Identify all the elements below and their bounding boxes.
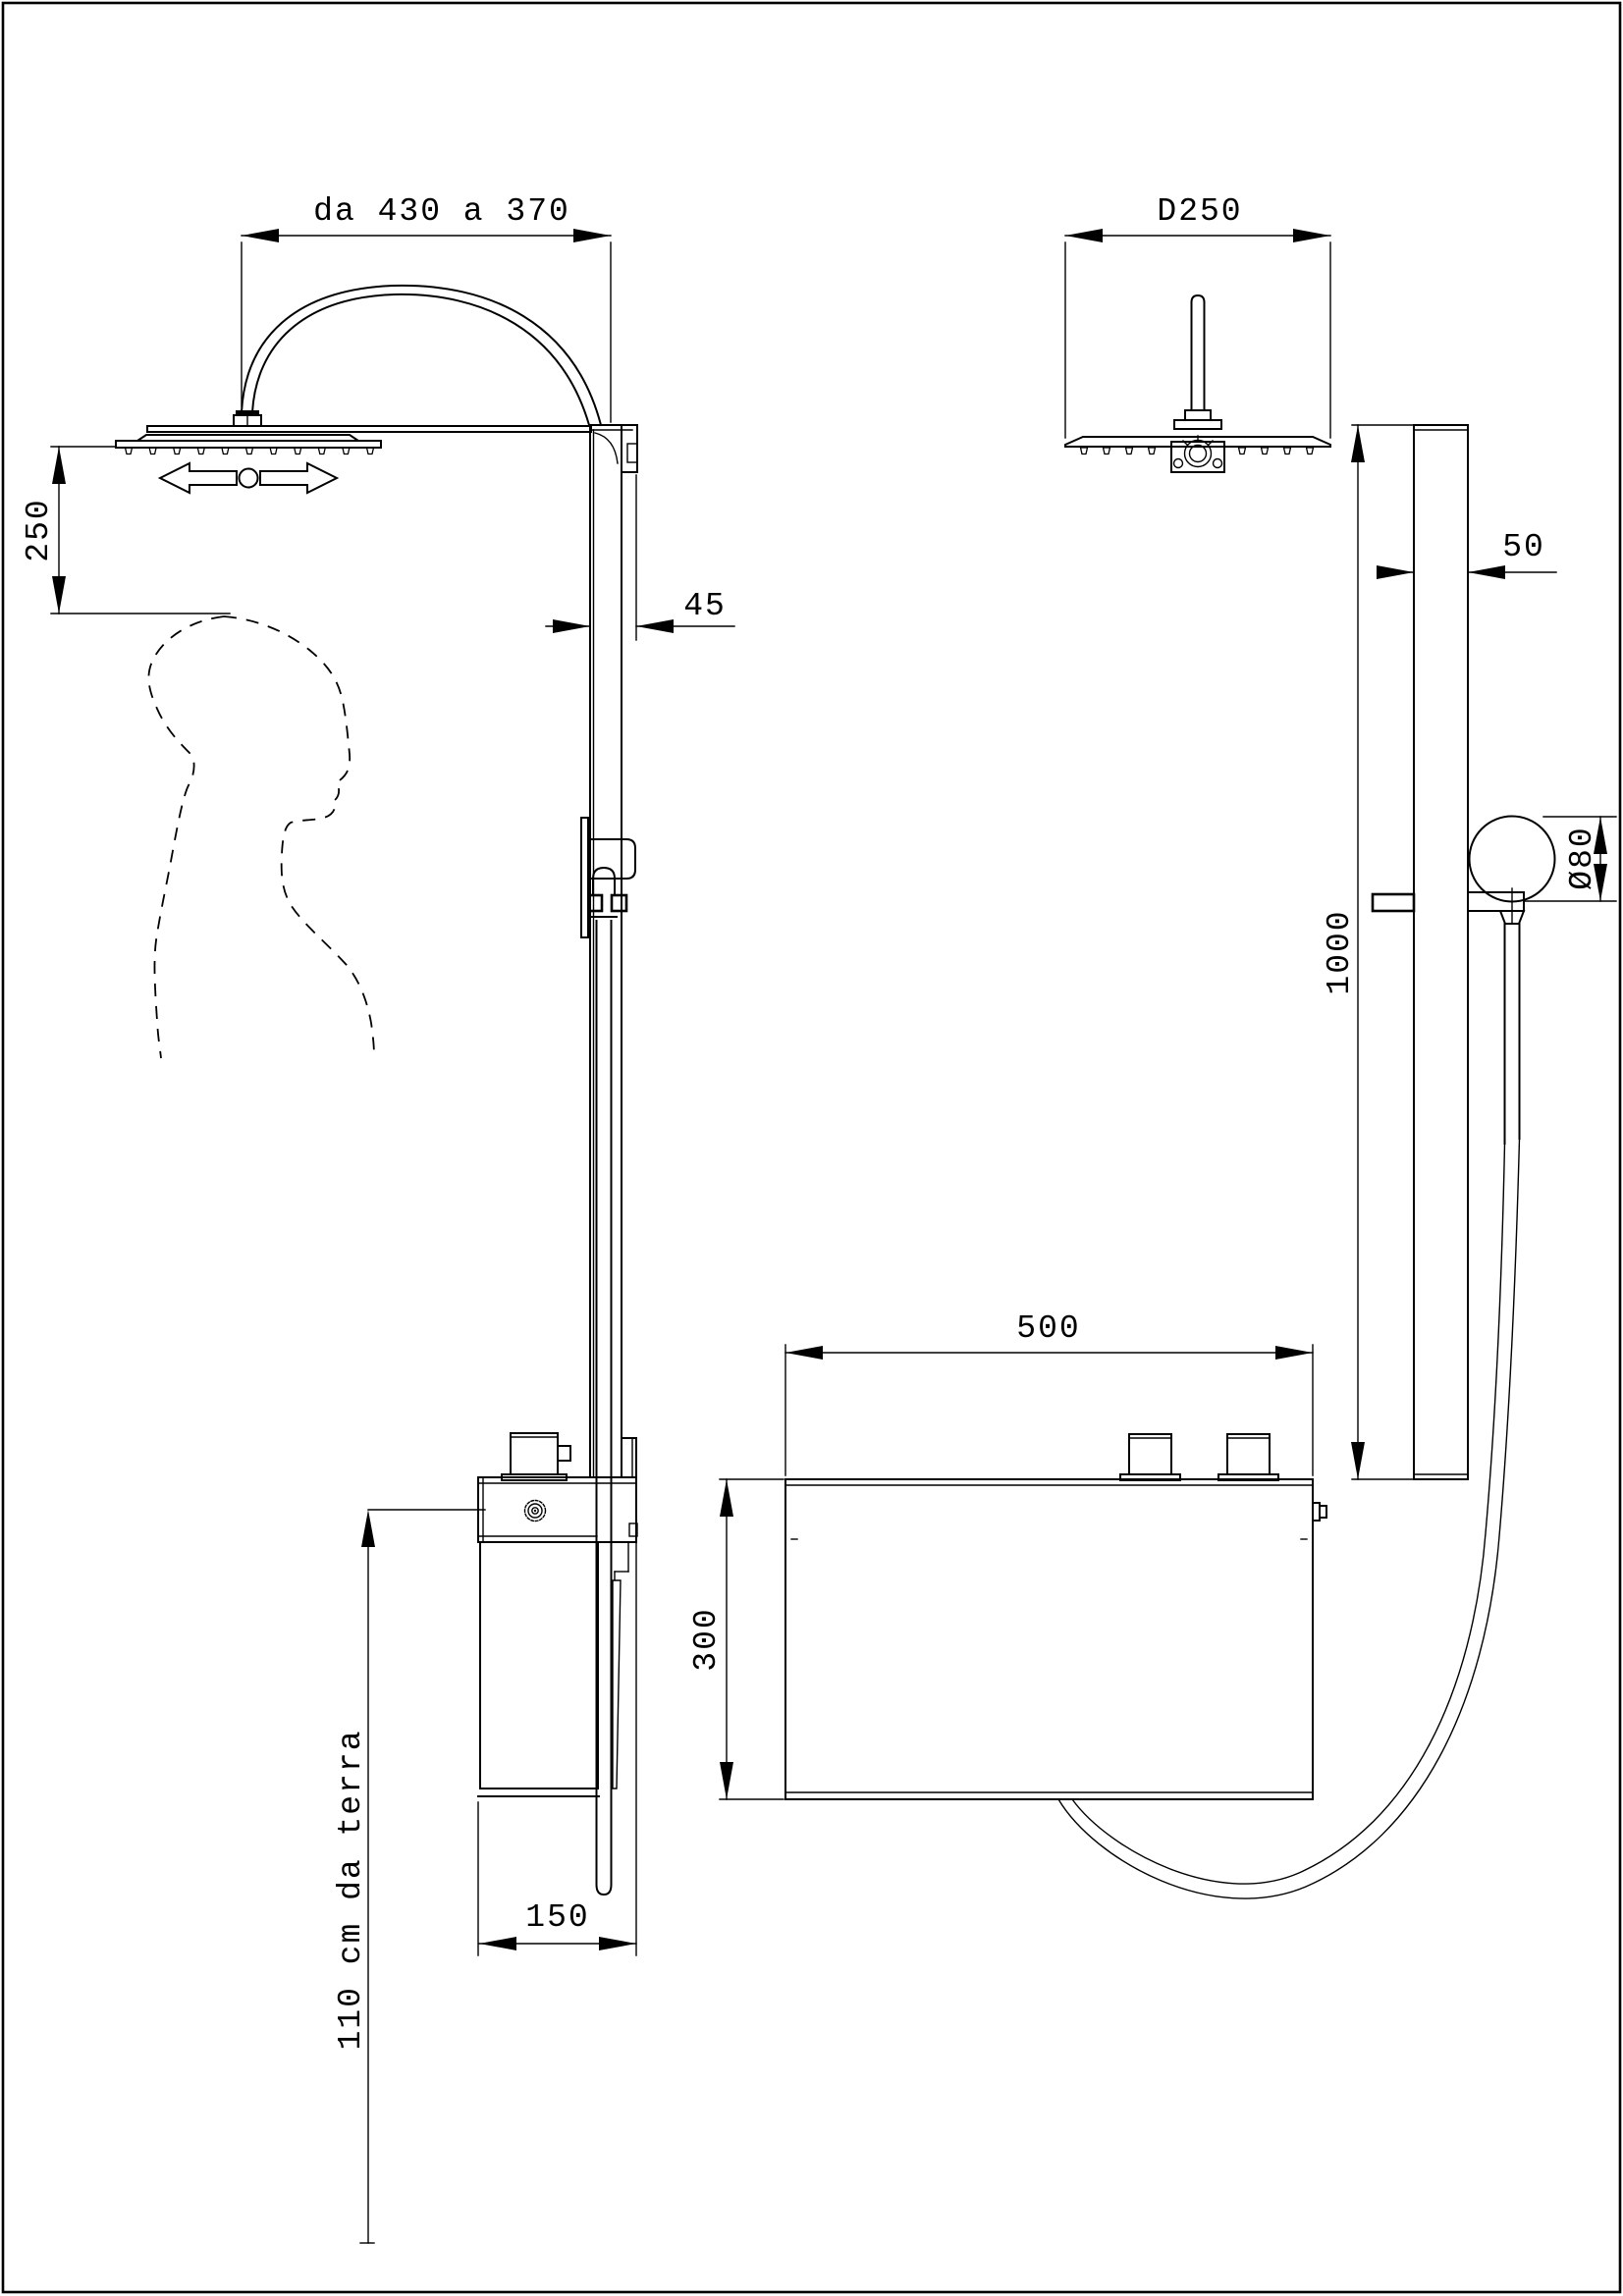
dim-label-arm-reach: da 430 a 370 (313, 193, 570, 230)
side-view (115, 284, 638, 1896)
handshower-profile (1467, 815, 1556, 1145)
mixer-unit-front (784, 1433, 1327, 1800)
shower-column (589, 424, 638, 1478)
shower-head-side (115, 410, 592, 455)
mixer-unit-side (477, 1432, 638, 1797)
dim-rail-width: 50 (1377, 529, 1557, 579)
shower-hose (1057, 1138, 1521, 1899)
control-knob-left (1119, 1433, 1181, 1481)
control-knob-right (1217, 1433, 1279, 1481)
wall-bracket-top (621, 424, 638, 473)
dim-column-depth: 45 (545, 474, 735, 641)
dim-label-column-depth: 45 (683, 588, 727, 624)
side-connector (1312, 1502, 1327, 1522)
dim-label-head-diameter: D250 (1157, 193, 1242, 230)
dim-label-rail-width: 50 (1502, 529, 1545, 565)
wall-channel-side (612, 1437, 638, 1789)
dim-label-mounting-height: 110 cm da terra (333, 1729, 369, 2050)
dim-unit-width: 500 (784, 1310, 1314, 1476)
dim-rail-length: 1000 (1322, 424, 1415, 1480)
unit-body-side (479, 1541, 599, 1789)
dim-handshower-diameter: Ø80 (1523, 816, 1617, 902)
dim-unit-height: 300 (688, 1478, 784, 1800)
dim-label-unit-depth: 150 (525, 1899, 589, 1936)
profile-view (784, 424, 1556, 1899)
dim-unit-depth: 150 (477, 1541, 637, 1956)
dim-label-rail-length: 1000 (1322, 909, 1358, 994)
dim-head-diameter: D250 (1064, 193, 1331, 439)
dim-mounting-height: 110 cm da terra (333, 1509, 486, 2244)
front-knob-side (523, 1499, 547, 1522)
ceiling-mount-bracket (1170, 435, 1225, 473)
handshower-wand-side (595, 920, 613, 1896)
dim-arm-reach: da 430 a 370 (241, 193, 612, 423)
dim-label-handshower-diameter: Ø80 (1564, 826, 1600, 889)
dim-label-unit-width: 500 (1016, 1310, 1080, 1347)
spray-nozzles-front (1079, 447, 1315, 455)
dim-label-unit-height: 300 (688, 1607, 725, 1671)
top-knob-side (510, 1432, 559, 1475)
handshower-holder-side (580, 817, 636, 938)
user-silhouette (147, 615, 375, 1059)
rail-slider-tab (1371, 892, 1416, 913)
sliding-rail (1413, 424, 1469, 1480)
dim-head-clearance: 250 (21, 446, 231, 614)
slide-direction-arrows-icon (157, 461, 340, 495)
overhead-arm (240, 284, 603, 427)
shower-head-front-view (1064, 294, 1331, 473)
dim-label-head-clearance: 250 (21, 498, 57, 561)
